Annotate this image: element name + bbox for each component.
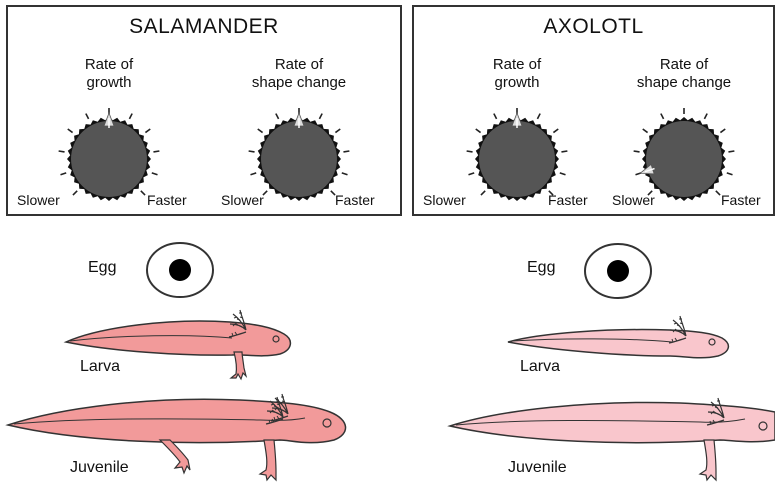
egg-label-salamander: Egg (88, 259, 116, 277)
axolotl-larva (508, 316, 728, 358)
egg-icon (147, 243, 213, 297)
egg-icon (585, 244, 651, 298)
axolotl-juvenile (450, 398, 775, 480)
larva-label-axolotl: Larva (520, 358, 560, 376)
salamander-stages (8, 243, 346, 480)
egg-label-axolotl: Egg (527, 259, 555, 277)
juvenile-label-salamander: Juvenile (70, 459, 129, 477)
larva-label-salamander: Larva (80, 358, 120, 376)
axolotl-stages (450, 244, 775, 480)
salamander-juvenile (8, 394, 346, 480)
juvenile-label-axolotl: Juvenile (508, 459, 567, 477)
